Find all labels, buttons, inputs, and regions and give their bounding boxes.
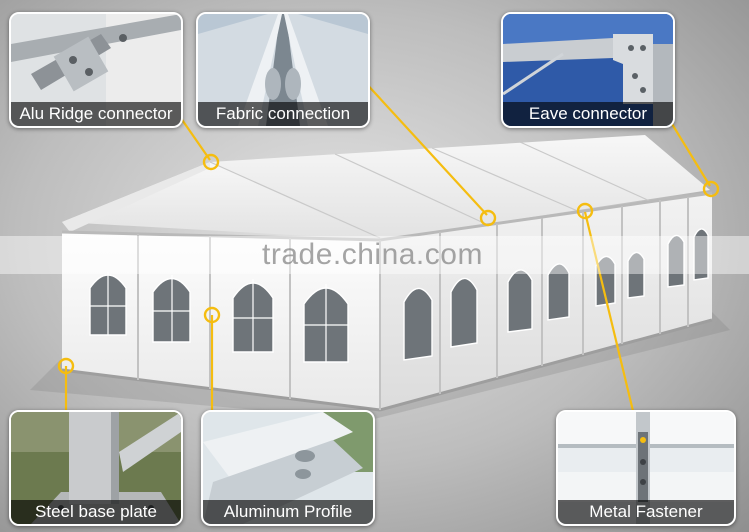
- callout-label: Eave connector: [503, 102, 673, 126]
- callout-aluminum-profile: Aluminum Profile: [201, 410, 375, 526]
- callout-eave-connector: Eave connector: [501, 12, 675, 128]
- callout-label: Alu Ridge connector: [11, 102, 181, 126]
- callout-alu-ridge-connector: Alu Ridge connector: [9, 12, 183, 128]
- watermark-band: [0, 236, 749, 274]
- callout-label: Steel base plate: [11, 500, 181, 524]
- callout-label: Fabric connection: [198, 102, 368, 126]
- callout-metal-fastener: Metal Fastener: [556, 410, 736, 526]
- watermark: trade.china.com: [262, 238, 483, 271]
- eave-connector-photo: [503, 14, 673, 126]
- callout-label: Metal Fastener: [558, 500, 734, 524]
- callout-steel-base-plate: Steel base plate: [9, 410, 183, 526]
- callout-fabric-connection: Fabric connection: [196, 12, 370, 128]
- callout-label: Aluminum Profile: [203, 500, 373, 524]
